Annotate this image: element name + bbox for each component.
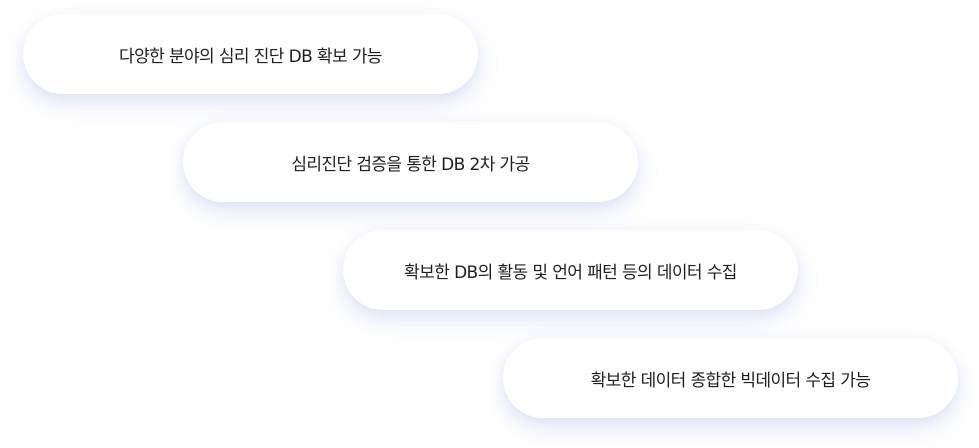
step-text: 다양한 분야의 심리 진단 DB 확보 가능 — [119, 46, 383, 67]
step-card-1: 다양한 분야의 심리 진단 DB 확보 가능 — [23, 14, 478, 94]
step-card-4: 확보한 데이터 종합한 빅데이터 수집 가능 — [503, 338, 958, 418]
step-text: 확보한 DB의 활동 및 언어 패턴 등의 데이터 수집 — [404, 262, 737, 283]
step-text: 심리진단 검증을 통한 DB 2차 가공 — [291, 154, 530, 175]
step-text: 확보한 데이터 종합한 빅데이터 수집 가능 — [590, 370, 871, 391]
step-card-3: 확보한 DB의 활동 및 언어 패턴 등의 데이터 수집 — [343, 230, 798, 310]
step-card-2: 심리진단 검증을 통한 DB 2차 가공 — [183, 122, 638, 202]
